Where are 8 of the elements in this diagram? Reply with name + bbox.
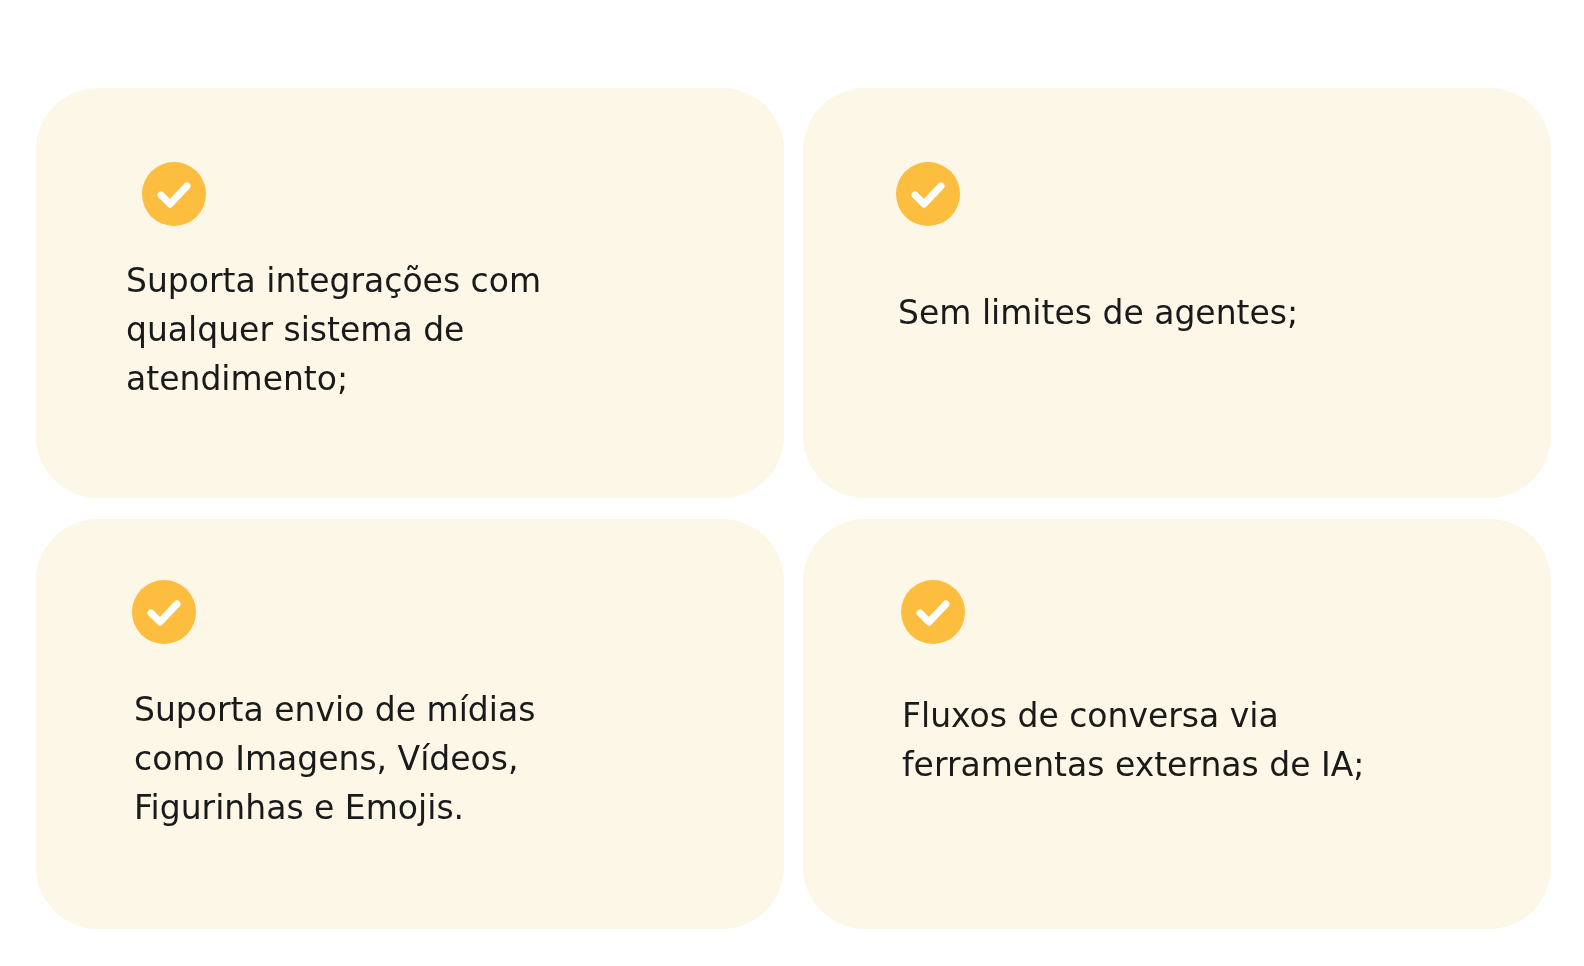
feature-text: Suporta envio de mídias como Imagens, Vídeos, Figurinhas e Emojis. bbox=[134, 689, 537, 829]
feature-card bbox=[803, 519, 1551, 929]
feature-card bbox=[803, 88, 1551, 498]
feature-card bbox=[36, 88, 784, 498]
feature-card bbox=[36, 519, 784, 929]
feature-text: Suporta integrações com qualquer sistema de atendimento; bbox=[126, 260, 543, 400]
feature-text: Sem limites de agentes; bbox=[898, 292, 1300, 334]
feature-text: Fluxos de conversa via ferramentas externas de IA; bbox=[902, 695, 1366, 786]
